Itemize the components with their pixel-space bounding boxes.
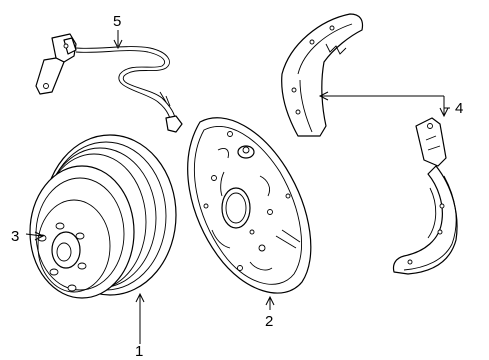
callout-label-3: 3 — [11, 228, 19, 245]
callout-label-1: 1 — [135, 343, 143, 360]
brake-drum — [29, 134, 177, 299]
backing-plate — [187, 117, 312, 294]
callout-5: 5 — [113, 13, 123, 50]
brake-shoe-lower — [392, 117, 458, 275]
callout-label-5: 5 — [113, 13, 121, 30]
callout-3: 3 — [11, 228, 45, 245]
abs-sensor-harness — [35, 33, 183, 133]
callout-2: 2 — [265, 295, 275, 330]
callout-4: 4 — [318, 91, 463, 118]
brake-shoe-upper — [281, 13, 364, 137]
callout-label-2: 2 — [265, 313, 273, 330]
callout-label-4: 4 — [455, 100, 463, 117]
callout-1: 1 — [135, 292, 145, 360]
